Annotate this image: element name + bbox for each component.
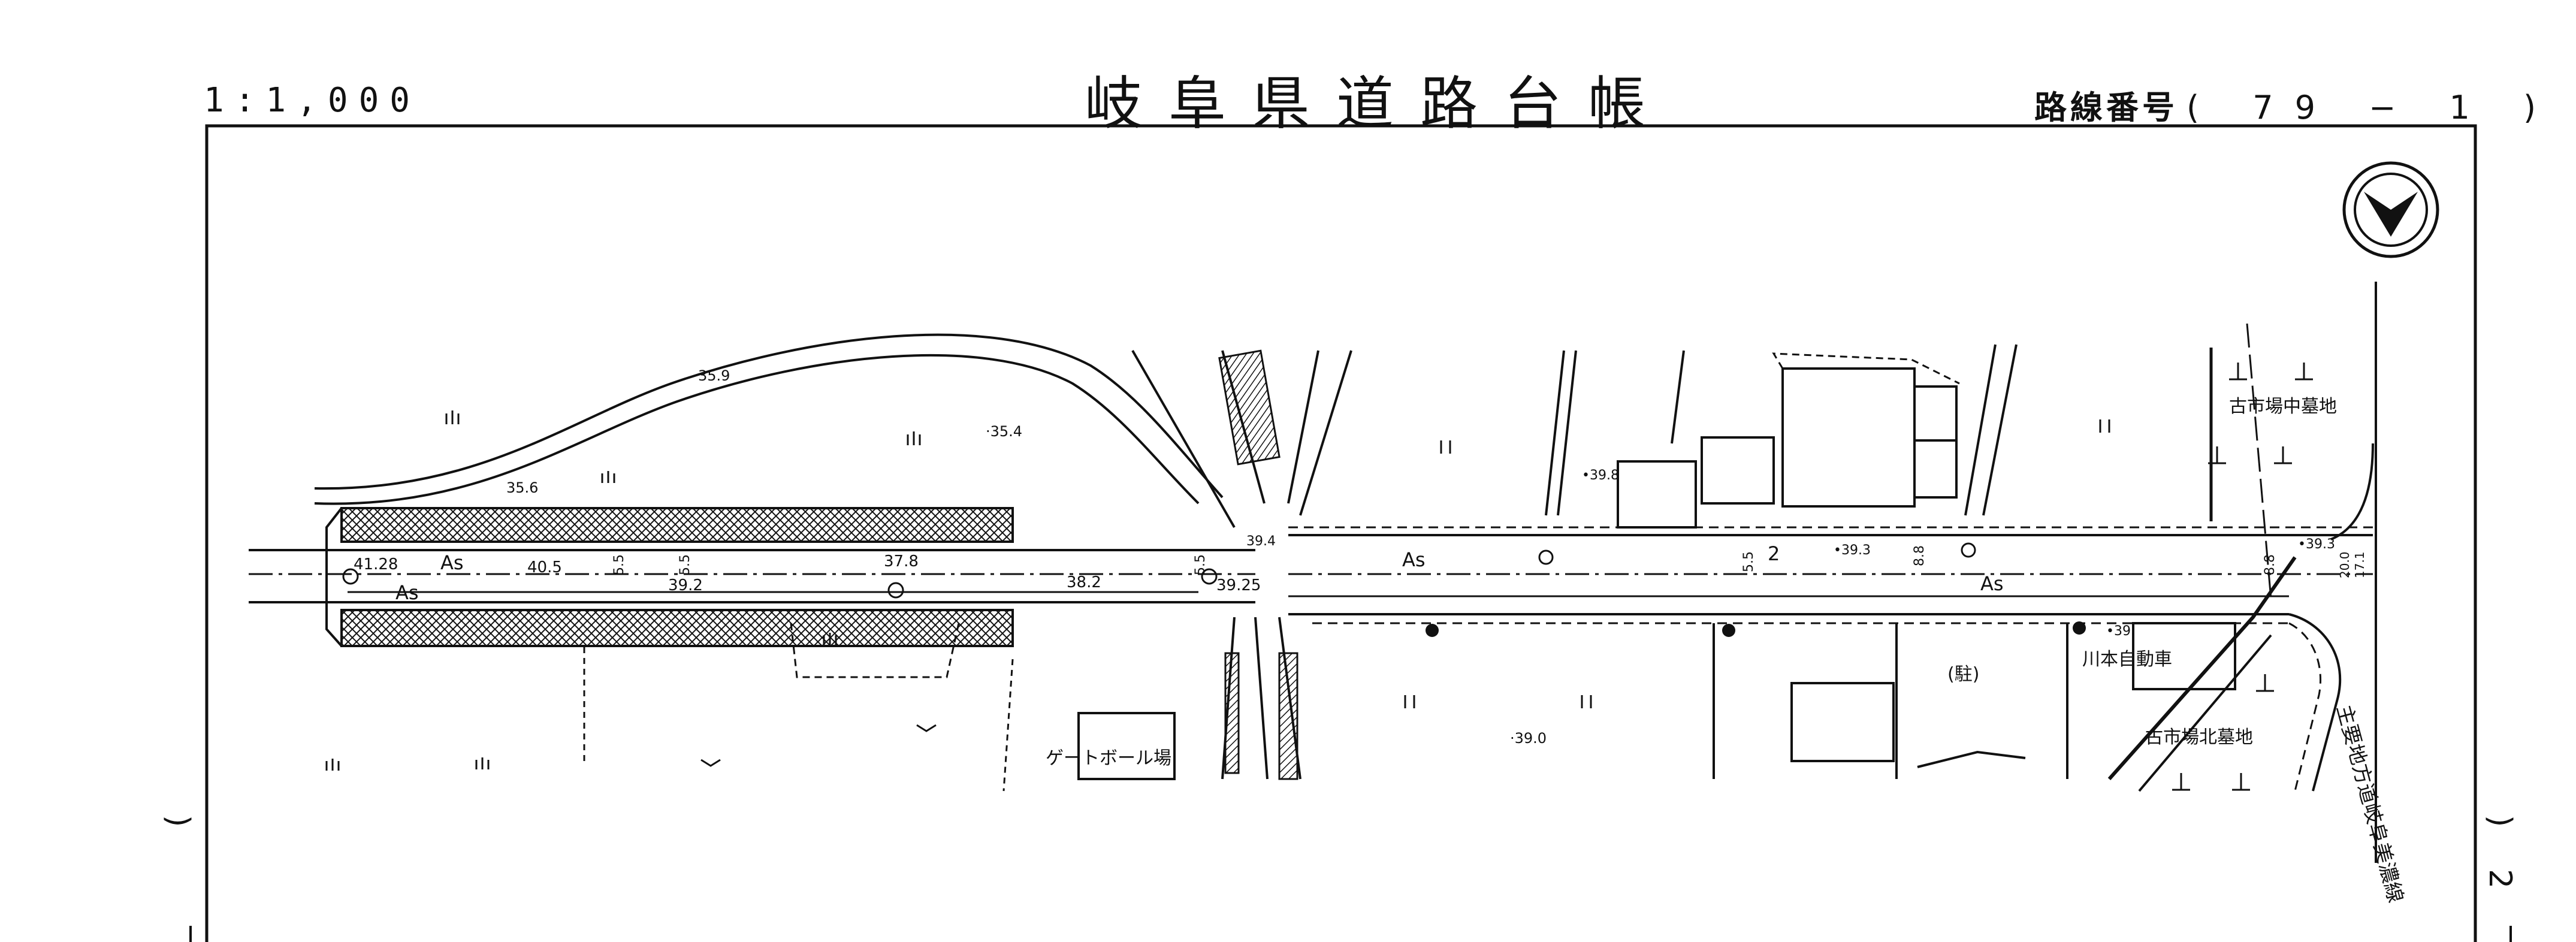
manhole-icon-3 [887,582,904,599]
parcel-line-4 [1964,344,1997,516]
utility-pole-icon-3 [2073,621,2086,635]
gateball-outline [1077,712,1176,780]
parcel-line-3 [1671,350,1685,444]
building-1 [1617,460,1697,529]
side-marker-left: ) [160,815,196,827]
route-number-label: 路線番号 [2034,89,2178,126]
elevation-label: •39.8 [1582,468,1619,483]
hydrant-icon-2 [1961,542,1976,558]
north-arrow-icon [2342,161,2439,258]
embankment-south [340,609,1014,647]
chainage-label: 39.2 [668,576,703,594]
cross-road-north-d [1299,350,1352,516]
kilometer-post-label: 2 [1768,542,1780,565]
land-use-symbols [325,363,2313,791]
dashed-line-south-2 [1002,659,1014,792]
surface-label: As [1980,572,2004,595]
road-edge-left-start [325,507,343,647]
place-label-kawamoto: 川本自動車 [2082,649,2172,670]
embankment-north [340,507,1014,543]
hydrant-icon [1538,550,1554,565]
ditch-north [1218,349,1281,466]
width-label: 17.1 [2352,551,2367,578]
cross-road-south-a [1254,617,1269,780]
chainage-label: 37.8 [884,552,919,570]
building-3 [1781,367,1916,508]
utility-pole-icon-2 [1722,624,1735,637]
route-number: 路線番号( 79 − 1 ) [2034,81,2557,128]
manhole-icon-2 [1201,568,1218,585]
surface-label: As [440,551,464,574]
route-number-value: ( 79 − 1 ) [2187,89,2558,126]
side-road-diagonal-b [2138,634,2272,792]
manhole-icon [342,568,359,585]
elevation-label: •39. [2106,624,2135,639]
parcel-line-south-4 [1917,750,2026,768]
place-label-gateball: ゲートボール場 [1046,748,1171,769]
prefectural-road-outer [2330,443,2374,541]
cross-road-north-a [1131,350,1236,528]
place-label-cemetery-north: 古市場北墓地 [2145,727,2253,748]
ditch-south-b [1224,652,1240,774]
surface-label: As [395,581,419,604]
width-label: 5.5 [678,554,693,575]
place-label-prefectural-road: 主要地方道岐阜美濃線 [2332,702,2408,905]
elevation-label: •39.3 [2298,537,2335,552]
elevation-label: •39.3 [1834,543,1871,558]
width-label: 8.8 [1912,545,1927,566]
chainage-label: 39.25 [1216,576,1261,594]
side-marker-right: ) [2482,815,2518,827]
side-road-diagonal [2107,556,2297,780]
ditch-south [1278,652,1298,780]
building-2 [1701,436,1775,505]
place-label-parking: (駐) [1947,664,1979,685]
width-label: 5.5 [1193,554,1208,575]
parcel-line-5 [1982,344,2018,516]
cemetery-dashed-boundary [2246,323,2272,600]
width-label: 8.8 [2263,554,2278,575]
width-label: 5.5 [1741,551,1756,572]
map-frame [205,124,2477,942]
dashed-parcel-south [790,623,960,678]
place-label-cemetery-middle: 古市場中墓地 [2229,396,2337,417]
chainage-label: 40.5 [527,558,562,576]
elevation-label: 39.4 [1246,534,1276,549]
building-kawamoto [2132,622,2236,690]
chainage-label: 41.28 [354,555,398,573]
parcel-line-1 [1545,350,1565,516]
width-label: 5.5 [612,554,627,575]
prefectural-road-curve-inner [2288,622,2322,792]
curved-road-outer [314,333,1224,499]
elevation-label: ·39.0 [1510,730,1547,747]
building-4 [1913,385,1958,442]
building-5 [1913,439,1958,499]
surface-label: As [1402,548,1426,571]
elevation-label: 35.6 [506,479,538,496]
elevation-label: 35.9 [698,367,730,384]
utility-pole-icon [1426,624,1439,637]
building-south-1 [1790,682,1895,762]
side-marker-right-2: 2 [2482,869,2518,889]
curved-road-inner [314,354,1200,505]
dashed-lot [1772,352,1960,385]
parcel-line-2 [1557,350,1577,516]
prefectural-road-curve-outer [2288,613,2342,792]
elevation-label: ·35.4 [986,423,1022,440]
map-scale: 1:1,000 [204,81,421,120]
chainage-label: 38.2 [1067,573,1101,591]
cross-road-north-c [1287,350,1319,504]
width-label: 20.0 [2338,551,2352,578]
